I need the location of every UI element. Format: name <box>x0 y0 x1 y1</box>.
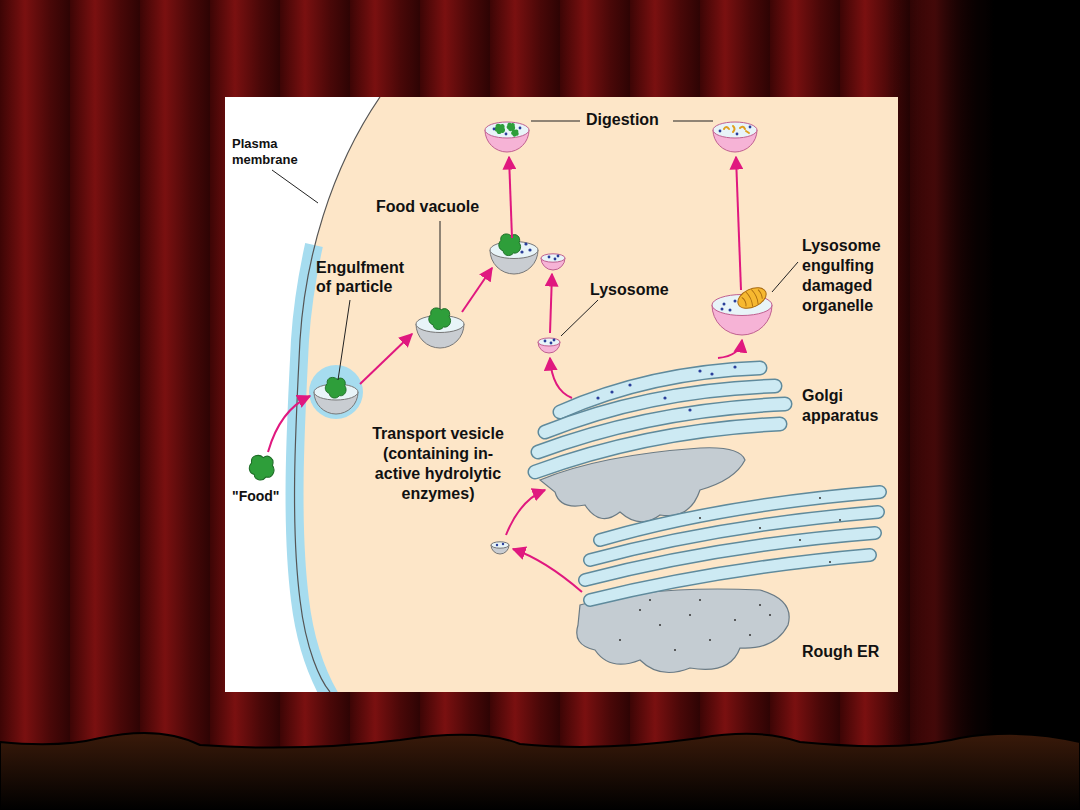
golgi-cisterna <box>535 424 780 472</box>
callout-label: Lysosome <box>590 280 669 300</box>
callout-label: Golgi apparatus <box>802 386 897 426</box>
process-arrow <box>509 157 512 238</box>
leader-line <box>561 300 598 336</box>
callout-label: Lysosome engulfing damaged organelle <box>802 236 897 316</box>
callout-label: Digestion <box>586 110 659 130</box>
callout-label: Rough ER <box>802 642 879 662</box>
callout-label: Food vacuole <box>376 197 479 217</box>
leader-line <box>673 121 713 122</box>
callout-label: Engulfment of particle <box>316 258 416 296</box>
lysosome <box>538 338 560 353</box>
er-cisterna <box>590 555 870 600</box>
stage-floor <box>0 733 1080 810</box>
process-arrow <box>736 157 741 290</box>
callout-label: Plasma membrane <box>232 136 312 168</box>
food-particle <box>249 455 274 479</box>
cytoplasm <box>295 97 898 692</box>
process-arrow <box>462 268 492 312</box>
lysosome-with-organelle <box>712 284 772 335</box>
process-arrow <box>550 358 572 398</box>
process-arrow <box>550 274 552 333</box>
leader-line <box>772 262 798 292</box>
ribosome-dots <box>619 497 841 651</box>
callout-label: Transport vesicle (containing in- active… <box>363 424 513 504</box>
process-arrow <box>360 334 412 384</box>
process-arrow <box>506 490 545 535</box>
membrane-pocket <box>309 365 363 419</box>
fusing-vacuole <box>490 234 565 274</box>
golgi-apparatus <box>535 365 785 521</box>
digestion-vesicle <box>713 122 757 152</box>
food-vacuole <box>416 308 464 348</box>
process-arrows <box>268 157 742 592</box>
process-arrow <box>268 396 310 452</box>
er-cisterna <box>590 555 870 600</box>
membrane-band <box>295 245 332 692</box>
process-arrow <box>513 549 582 592</box>
transport-vesicle <box>491 542 509 554</box>
leader-line <box>338 300 350 380</box>
diagram-panel <box>225 97 898 692</box>
callout-label: "Food" <box>232 487 279 505</box>
process-arrow <box>718 340 742 358</box>
plasma-membrane-line <box>295 97 380 692</box>
leader-line <box>272 170 318 203</box>
golgi-cisterna <box>535 424 780 472</box>
engulfment-vesicle <box>314 377 358 414</box>
rough-er <box>577 492 880 673</box>
leader-line <box>440 221 441 309</box>
leader-lines <box>272 121 798 380</box>
cell <box>295 97 898 692</box>
leader-line <box>531 121 580 122</box>
enzyme-dots <box>596 365 736 411</box>
mitochondrion <box>735 284 770 313</box>
digestion-vesicle <box>485 122 529 152</box>
